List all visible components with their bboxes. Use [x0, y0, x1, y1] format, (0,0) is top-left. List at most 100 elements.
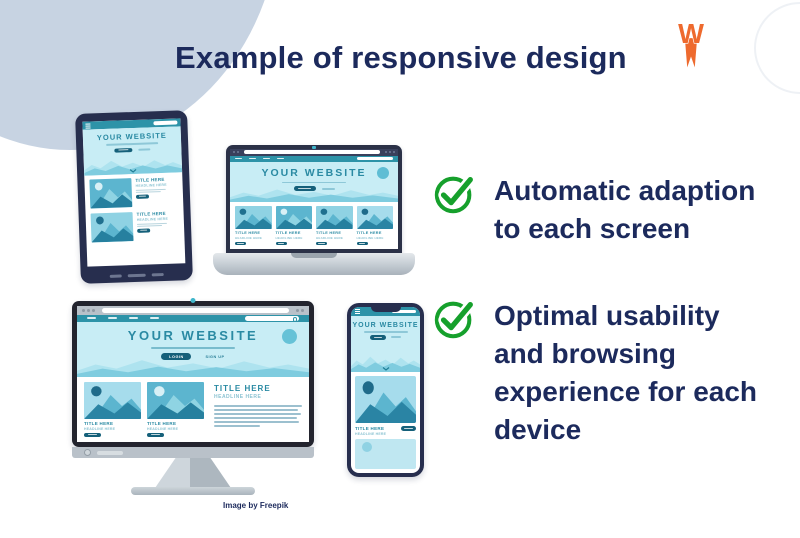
laptop-screen: YOUR WEBSITE TITLE HERE HEADLINE HERE [226, 145, 402, 254]
read-more-button [275, 241, 287, 245]
scroll-chevron-icon [381, 366, 390, 371]
article-title: TITLE HERE [316, 231, 342, 236]
article-subtitle: HEADLINE HERE [275, 236, 303, 241]
search-pill [357, 156, 393, 161]
article-subtitle: HEADLINE HERE [135, 182, 167, 188]
article-subtitle: HEADLINE HERE [356, 236, 384, 241]
placeholder-line [135, 188, 166, 191]
article-row: TITLE HERE HEADLINE HERE [90, 210, 180, 243]
background-ring [754, 2, 800, 94]
tablet-home-buttons [81, 272, 193, 279]
check-icon [434, 299, 476, 339]
hamburger-icon [85, 122, 91, 129]
benefit-line: Automatic adaption [494, 175, 756, 206]
paragraph-placeholder [214, 405, 302, 427]
article-title: TITLE HERE [147, 420, 177, 426]
article-meta: TITLE HERE HEADLINE HERE [135, 176, 178, 206]
wp-rocket-logo-icon: W [674, 17, 708, 77]
article-thumbnail [355, 376, 416, 423]
sun-graphic [362, 442, 372, 452]
article-title: TITLE HERE [214, 383, 271, 393]
article-thumbnail [84, 381, 141, 419]
magnifier-icon [292, 317, 297, 322]
nav-item [150, 317, 159, 320]
nav-item [249, 157, 256, 160]
scroll-chevron-icon [129, 168, 137, 173]
read-more-button [135, 194, 150, 199]
mountain-graphic [230, 189, 398, 203]
article-title: TITLE HERE [355, 426, 385, 431]
placeholder-line [135, 191, 161, 193]
hero-section: YOUR WEBSITE [82, 126, 183, 176]
article-text-column: TITLE HERE HEADLINE HERE [210, 382, 302, 438]
article-title: TITLE HERE [356, 231, 382, 236]
article-thumbnail [147, 381, 204, 419]
laptop-base [213, 253, 415, 275]
benefit-line: device [494, 414, 582, 445]
nav-item [277, 157, 284, 160]
nav-item [235, 157, 242, 160]
article-subtitle: HEADLINE HERE [84, 426, 116, 431]
mountain-graphic [77, 359, 309, 377]
svg-text:W: W [678, 20, 704, 49]
article-thumbnail [89, 178, 133, 209]
power-button [84, 449, 91, 456]
hamburger-icon [355, 309, 360, 314]
browser-bar [77, 306, 309, 315]
phone-notch [370, 307, 401, 312]
next-article-thumbnail [355, 439, 416, 469]
speaker-grille [97, 450, 123, 455]
sun-graphic [282, 329, 297, 345]
article-thumbnail [275, 206, 312, 230]
sun-graphic [377, 166, 389, 179]
image-credit: Image by Freepik [223, 501, 289, 510]
benefit-text: Automatic adaption to each screen [494, 172, 755, 248]
laptop-mockup: YOUR WEBSITE TITLE HERE HEADLINE HERE [213, 139, 415, 279]
nav-item [129, 317, 138, 320]
read-more-button [356, 241, 368, 245]
benefit-line: experience for each [494, 376, 758, 407]
hero-section: YOUR WEBSITE [230, 161, 398, 203]
article-card: TITLE HERE HEADLINE HERE [275, 206, 312, 245]
nav-item [87, 317, 96, 320]
login-button: LOGIN [161, 353, 192, 361]
article-subtitle: HEADLINE HERE [235, 236, 263, 241]
article-card: TITLE HERE HEADLINE HERE [356, 206, 393, 245]
benefit-line: Optimal usability [494, 300, 720, 331]
signup-placeholder [391, 336, 401, 339]
tablet-article-list: TITLE HERE HEADLINE HERE TITLE HERE HEAD… [84, 172, 185, 266]
article-title: TITLE HERE [235, 231, 261, 236]
check-icon [434, 174, 476, 214]
article-title: TITLE HERE [84, 420, 114, 426]
read-more-button [147, 432, 164, 437]
benefit-item: Automatic adaption to each screen [433, 172, 755, 248]
article-meta: TITLE HERE HEADLINE HERE [137, 210, 180, 240]
desktop-mockup: YOUR WEBSITE LOGIN SIGN UP TITLE HERE HE… [72, 295, 314, 500]
benefit-item: Optimal usability and browsing experienc… [433, 297, 757, 449]
browser-bar [230, 149, 398, 156]
site-nav-bar [77, 314, 309, 323]
signup-placeholder [138, 148, 151, 151]
tablet-screen: YOUR WEBSITE TITLE HERE HEADLINE HERE [82, 118, 186, 267]
header-button-pill [153, 120, 178, 126]
laptop-card-row: TITLE HERE HEADLINE HERE TITLE HERE HEAD… [230, 202, 398, 249]
monitor-stand [155, 458, 231, 488]
hero-section: YOUR WEBSITE LOGIN SIGN UP [77, 322, 309, 377]
placeholder-line [137, 225, 163, 227]
phone-article: TITLE HERE HEADLINE HERE [351, 372, 420, 473]
login-button [114, 147, 133, 153]
phone-screen: YOUR WEBSITE TITLE HERE HEADLINE HERE [351, 307, 420, 473]
nav-item [108, 317, 117, 320]
search-pill [245, 316, 299, 322]
signup-placeholder [321, 187, 335, 190]
article-subtitle: HEADLINE HERE [136, 216, 169, 222]
read-more-button [316, 241, 327, 245]
search-pill [392, 309, 416, 314]
tagline-placeholder [151, 347, 235, 350]
article-thumbnail [235, 206, 272, 230]
read-more-button [401, 426, 416, 431]
phone-mockup: YOUR WEBSITE TITLE HERE HEADLINE HERE [347, 303, 424, 477]
site-title: YOUR WEBSITE [127, 328, 259, 344]
article-thumbnail [90, 212, 134, 243]
article-title: TITLE HERE [275, 231, 301, 236]
